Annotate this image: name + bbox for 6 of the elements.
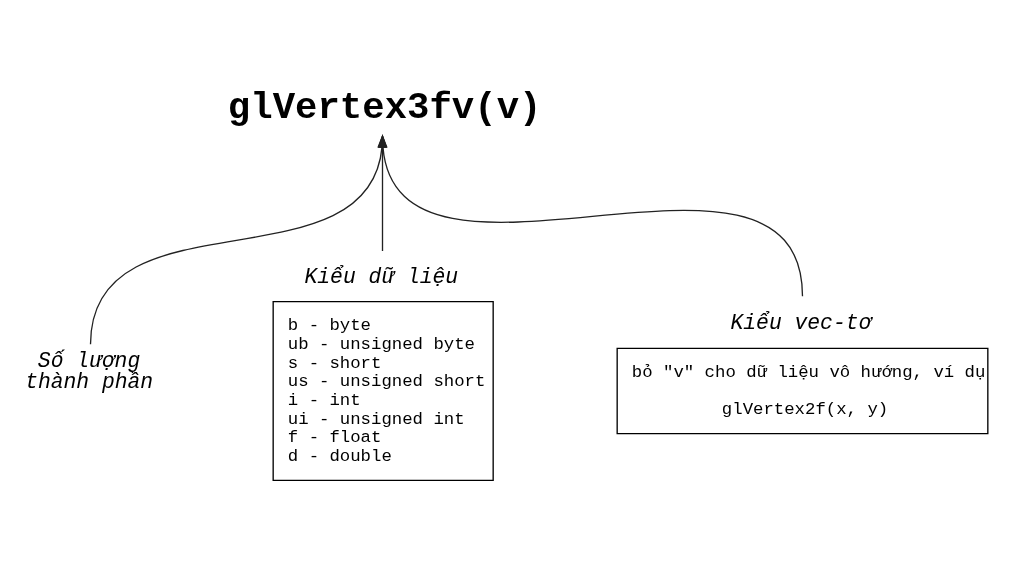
node-box: bỏ "v" cho dữ liệu vô hướng, ví dụ glVertex2f(x, y) [616,347,989,434]
node-label: Kiểu vec-tơ [730,310,872,335]
node-box: b - byte ub - unsigned byte s - short us - unsigned short i - int ui - unsigned int f - float d - double [272,300,494,481]
node-label: Kiểu dữ liệu [304,264,459,289]
node-text: glVertex3fv(v) [227,86,542,129]
node-text: Số lượng thành phần [25,348,154,394]
